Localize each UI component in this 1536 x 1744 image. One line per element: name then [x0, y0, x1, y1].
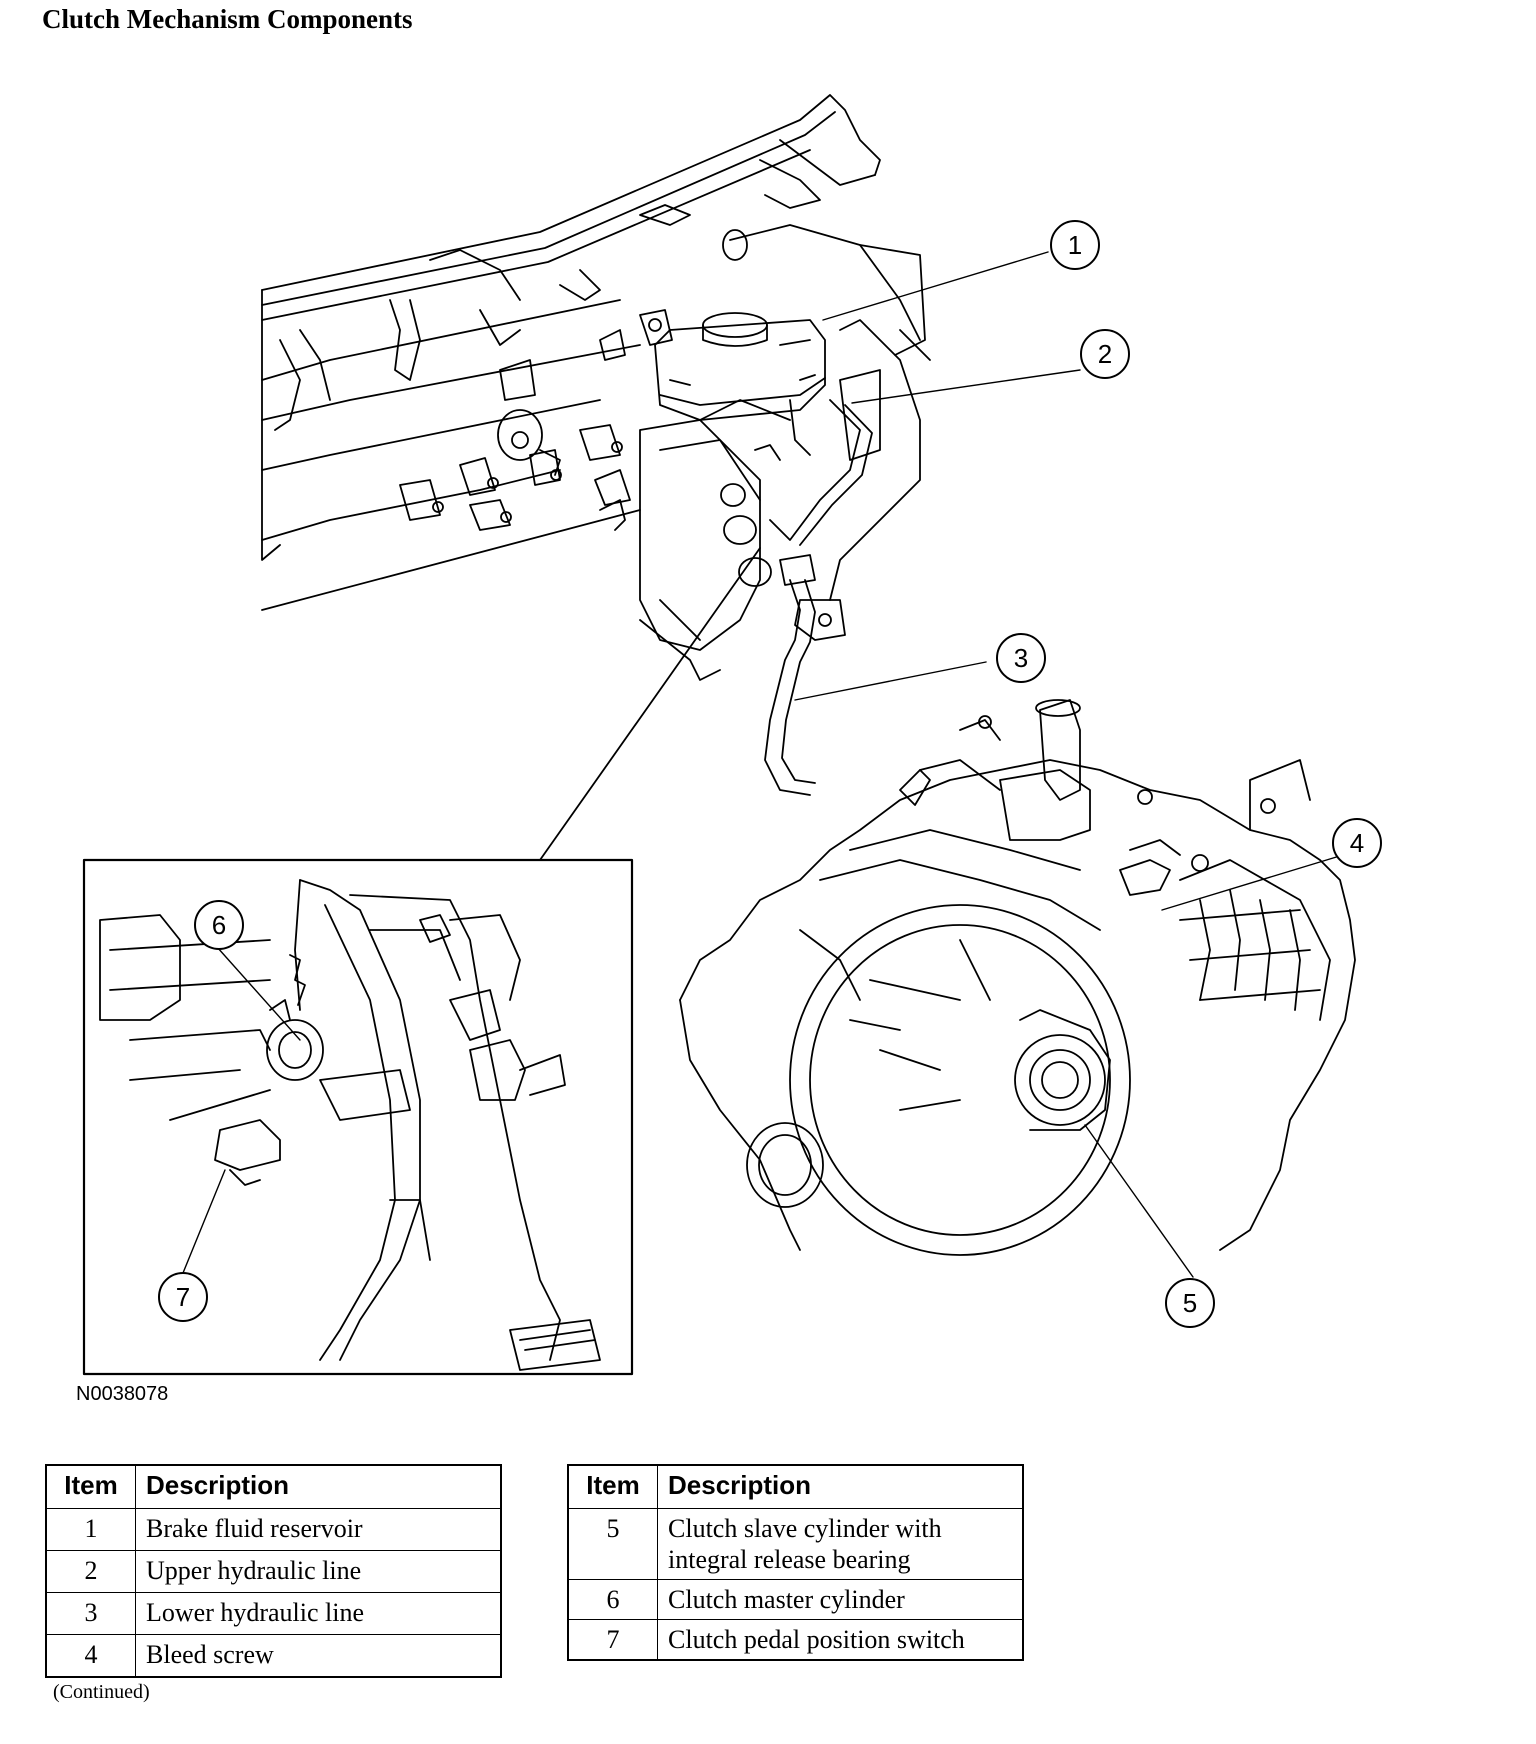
table-row: 4 Bleed screw: [45, 1634, 502, 1678]
callout-4: 4: [1332, 818, 1382, 868]
table-row: 1 Brake fluid reservoir: [45, 1508, 502, 1551]
description-cell: Brake fluid reservoir: [135, 1508, 502, 1551]
svg-text:5: 5: [1183, 1288, 1197, 1318]
svg-text:4: 4: [1350, 828, 1364, 858]
bracket-plate-drawing: [639, 399, 846, 681]
description-cell: Upper hydraulic line: [135, 1550, 502, 1593]
callout-1: 1: [1050, 220, 1100, 270]
callout-6: 6: [194, 900, 244, 950]
item-cell: 6: [567, 1579, 658, 1620]
upper-hydraulic-line-drawing: [769, 399, 873, 546]
description-cell: Clutch master cylinder: [657, 1579, 1024, 1620]
item-cell: 4: [45, 1634, 136, 1678]
shift-mechanism-drawing: [899, 699, 1181, 896]
callout-5: 5: [1165, 1278, 1215, 1328]
description-cell: Clutch pedal position switch: [657, 1619, 1024, 1661]
description-header: Description: [135, 1464, 502, 1509]
svg-text:7: 7: [176, 1282, 190, 1312]
item-cell: 7: [567, 1619, 658, 1661]
table-row: 3 Lower hydraulic line: [45, 1592, 502, 1635]
transaxle-drawing: [679, 759, 1356, 1256]
description-cell: Clutch slave cylinder with integral rele…: [657, 1508, 1024, 1580]
panel-fasteners-drawing: [399, 309, 673, 531]
svg-text:2: 2: [1098, 339, 1112, 369]
svg-text:3: 3: [1014, 643, 1028, 673]
legend-table-left: Item Description 1 Brake fluid reservoir…: [45, 1464, 502, 1678]
page-title: Clutch Mechanism Components: [42, 4, 413, 34]
inset-pedal-box: [82, 547, 761, 1376]
table-row: 7 Clutch pedal position switch: [567, 1619, 1024, 1661]
description-cell: Lower hydraulic line: [135, 1592, 502, 1635]
item-cell: 1: [45, 1508, 136, 1551]
continued-note: (Continued): [53, 1681, 150, 1703]
svg-text:6: 6: [212, 910, 226, 940]
item-cell: 3: [45, 1592, 136, 1635]
callout-2: 2: [1080, 329, 1130, 379]
legend-header-row: Item Description: [45, 1464, 502, 1509]
legend-header-row: Item Description: [567, 1464, 1024, 1509]
table-row: 6 Clutch master cylinder: [567, 1579, 1024, 1620]
item-cell: 2: [45, 1550, 136, 1593]
description-cell: Bleed screw: [135, 1634, 502, 1678]
table-row: 5 Clutch slave cylinder with integral re…: [567, 1508, 1024, 1580]
cowl-panel-drawing: [261, 94, 931, 611]
lower-hydraulic-line-drawing: [764, 554, 816, 796]
brake-fluid-reservoir-drawing: [654, 312, 826, 421]
item-cell: 5: [567, 1508, 658, 1580]
item-header: Item: [45, 1464, 136, 1509]
svg-text:1: 1: [1068, 230, 1082, 260]
table-row: 2 Upper hydraulic line: [45, 1550, 502, 1593]
figure-id: N0038078: [76, 1383, 169, 1405]
legend-table-right: Item Description 5 Clutch slave cylinder…: [567, 1464, 1024, 1661]
callout-leaders: [182, 251, 1344, 1278]
clutch-diagram: 1 2 3 4 5 6 7: [82, 94, 1382, 1376]
description-header: Description: [657, 1464, 1024, 1509]
callout-3: 3: [996, 633, 1046, 683]
callout-7: 7: [158, 1272, 208, 1322]
item-header: Item: [567, 1464, 658, 1509]
inset-pedal-assembly-drawing: [99, 879, 601, 1371]
